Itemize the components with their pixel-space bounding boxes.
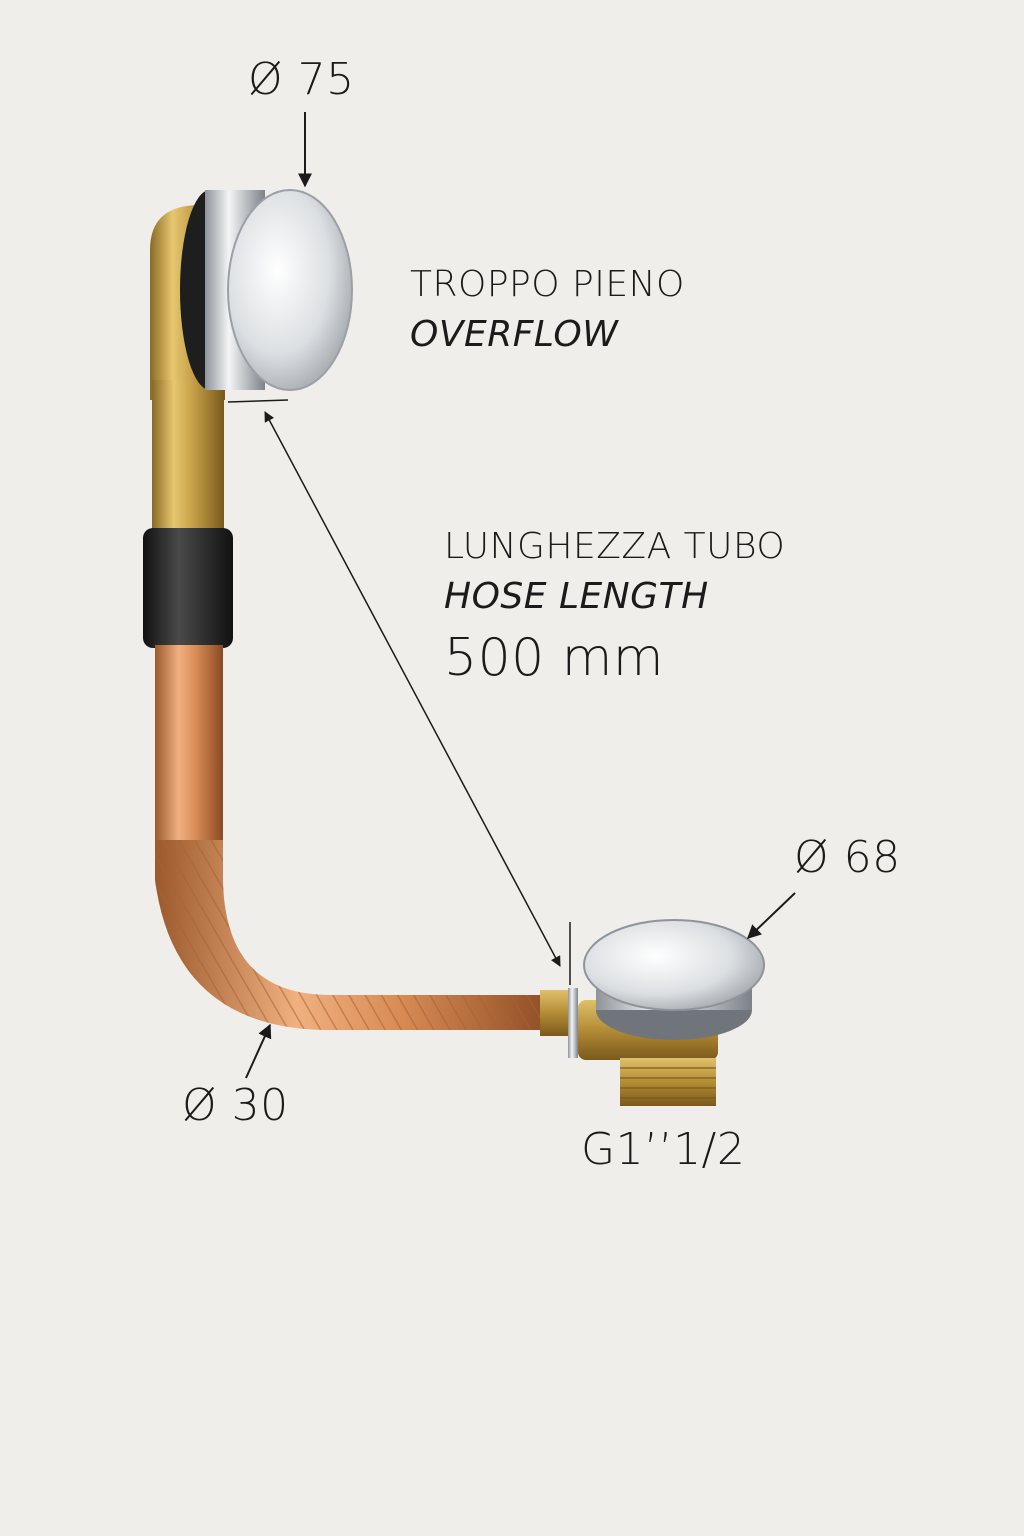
brass-coupling bbox=[540, 990, 572, 1036]
overflow-diameter-label: Ø 75 bbox=[248, 54, 355, 105]
waste-diameter-label: Ø 68 bbox=[794, 832, 901, 883]
overflow-label-it: TROPPO PIENO bbox=[410, 264, 685, 305]
thread-label: G1’’1/2 bbox=[581, 1124, 746, 1175]
brass-pipe bbox=[152, 380, 224, 530]
rubber-sleeve bbox=[143, 528, 233, 648]
overflow-label-en: OVERFLOW bbox=[410, 314, 619, 355]
corrugated-hose bbox=[155, 840, 560, 1030]
arrow-68 bbox=[746, 892, 796, 939]
overflow-cap bbox=[180, 189, 353, 391]
hose-length-value: 500 mm bbox=[444, 628, 665, 688]
hose-length-label-en: HOSE LENGTH bbox=[444, 576, 709, 617]
hose-length-arrow bbox=[264, 411, 561, 967]
copper-pipe bbox=[155, 645, 223, 845]
tick-top bbox=[227, 399, 289, 403]
hose-length-label-it: LUNGHEZZA TUBO bbox=[444, 526, 786, 567]
arrow-30 bbox=[245, 1023, 272, 1079]
hose-diameter-label: Ø 30 bbox=[182, 1080, 289, 1131]
chrome-ring bbox=[568, 988, 578, 1058]
waste-cap bbox=[583, 919, 765, 1040]
